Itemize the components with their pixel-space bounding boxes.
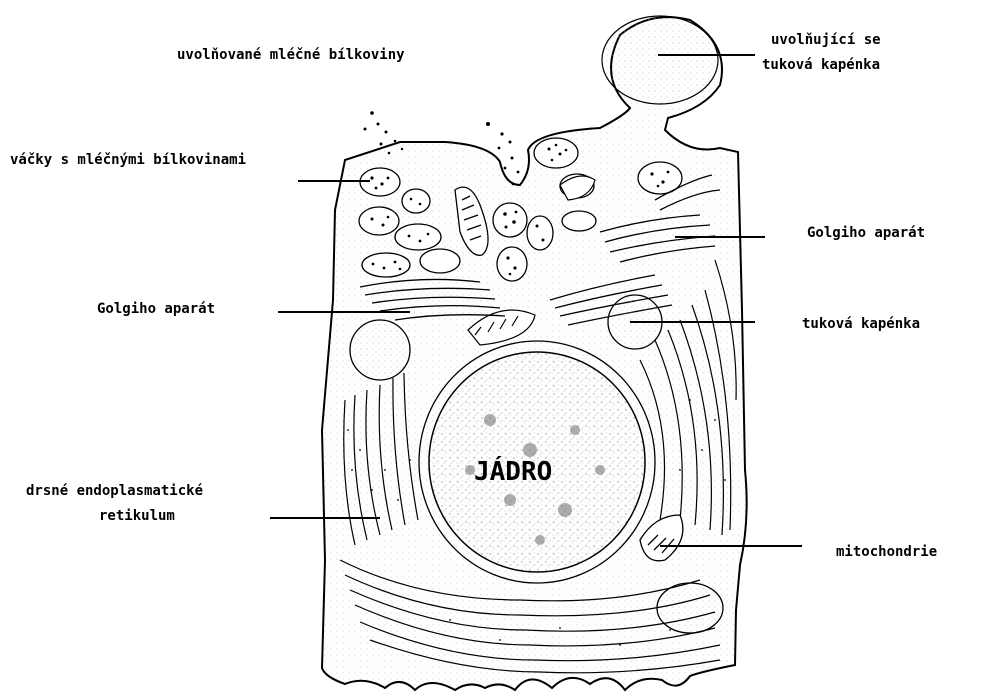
label-nucleus: JÁDRO <box>474 457 552 487</box>
label-rough-er-line1: drsné endoplasmatické <box>26 481 203 501</box>
label-mitochondria: mitochondrie <box>836 542 937 562</box>
label-golgi-left: Golgiho aparát <box>97 299 215 319</box>
label-protein-vesicles: váčky s mléčnými bílkovinami <box>10 150 246 170</box>
label-golgi-right: Golgiho aparát <box>807 223 925 243</box>
label-fat-droplet: tuková kapénka <box>802 314 920 334</box>
releasing-fat-droplet <box>602 16 718 104</box>
label-releasing-fat-droplet-line2: tuková kapénka <box>762 55 880 75</box>
label-released-milk-proteins: uvolňované mléčné bílkoviny <box>177 45 405 65</box>
label-releasing-fat-droplet-line1: uvolňující se <box>771 30 881 50</box>
label-rough-er-line2: retikulum <box>99 506 175 526</box>
